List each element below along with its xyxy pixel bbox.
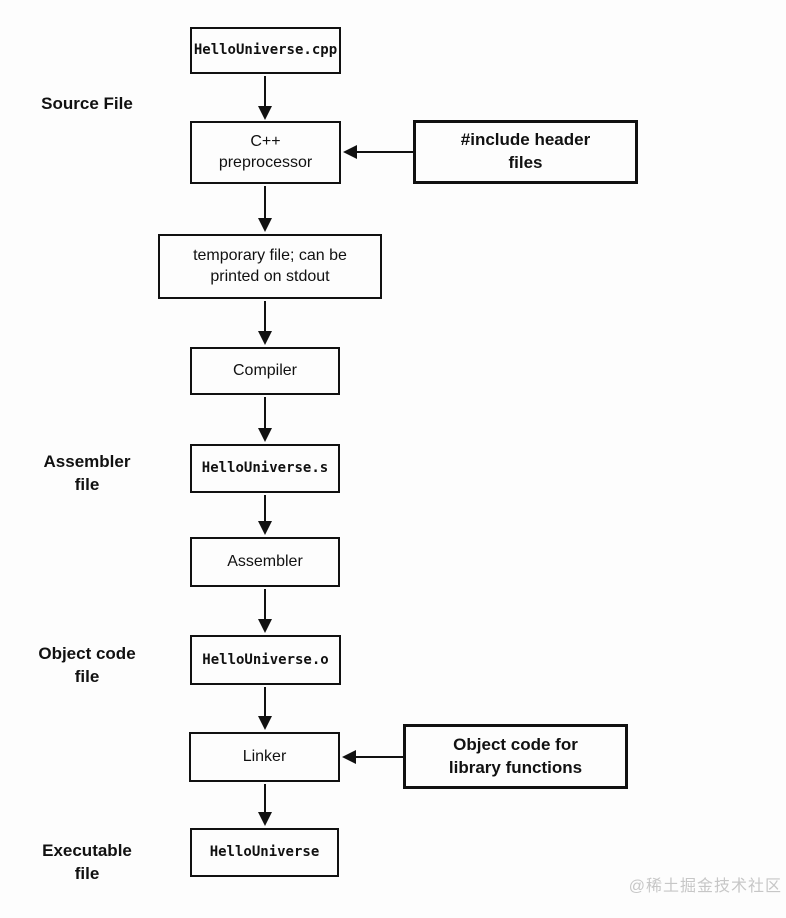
note-object-code-library-line2: library functions bbox=[448, 757, 583, 777]
node-assembler-file-label: HelloUniverse.s bbox=[201, 460, 329, 477]
node-temp-file: temporary file; can be printed on stdout bbox=[158, 234, 382, 299]
label-object-code-file-line1: Object code bbox=[38, 644, 136, 663]
label-assembler-file-line1: Assembler bbox=[43, 452, 131, 471]
node-object-file-label: HelloUniverse.o bbox=[202, 651, 329, 668]
note-include-headers: #include header files bbox=[413, 120, 638, 184]
label-assembler-file: Assembler file bbox=[17, 451, 157, 497]
node-compiler-label: Compiler bbox=[232, 361, 297, 379]
node-compiler: Compiler bbox=[190, 347, 340, 395]
node-source-file: HelloUniverse.cpp bbox=[190, 27, 341, 74]
label-object-code-file: Object code file bbox=[12, 643, 162, 689]
label-source-file: Source File bbox=[17, 93, 157, 116]
note-include-headers-line1: #include header bbox=[460, 130, 591, 150]
note-object-code-library: Object code for library functions bbox=[403, 724, 628, 789]
node-preprocessor: C++ preprocessor bbox=[190, 121, 341, 184]
label-source-file-line1: Source File bbox=[41, 94, 133, 113]
arrow-tempfile-to-compiler-icon bbox=[258, 301, 272, 345]
arrow-source-to-preprocessor-icon bbox=[258, 76, 272, 120]
arrow-include-to-preprocessor-icon bbox=[343, 145, 413, 159]
node-object-file: HelloUniverse.o bbox=[190, 635, 341, 685]
label-executable-file: Executable file bbox=[12, 840, 162, 886]
node-source-file-label: HelloUniverse.cpp bbox=[193, 42, 338, 59]
label-assembler-file-line2: file bbox=[74, 474, 100, 494]
note-include-headers-line2: files bbox=[508, 153, 543, 172]
arrow-assembler-to-objfile-icon bbox=[258, 589, 272, 633]
label-executable-file-line1: Executable bbox=[42, 841, 132, 860]
node-assembler-file: HelloUniverse.s bbox=[190, 444, 340, 493]
node-preprocessor-line1: C++ bbox=[250, 132, 281, 150]
node-linker-label: Linker bbox=[242, 747, 287, 765]
node-executable-label: HelloUniverse bbox=[209, 844, 320, 861]
node-preprocessor-line2: preprocessor bbox=[218, 153, 313, 171]
arrow-objcode-to-linker-icon bbox=[342, 750, 403, 764]
arrow-asmfile-to-assembler-icon bbox=[258, 495, 272, 535]
node-linker: Linker bbox=[189, 732, 340, 782]
node-assembler: Assembler bbox=[190, 537, 340, 587]
note-object-code-library-line1: Object code for bbox=[453, 734, 578, 754]
node-temp-file-line2: printed on stdout bbox=[210, 267, 330, 285]
label-object-code-file-line2: file bbox=[74, 666, 100, 686]
arrow-preprocessor-to-tempfile-icon bbox=[258, 186, 272, 232]
watermark-text: @稀土掘金技术社区 bbox=[628, 878, 782, 895]
arrow-compiler-to-asmfile-icon bbox=[258, 397, 272, 442]
node-temp-file-line1: temporary file; can be bbox=[193, 246, 347, 264]
arrow-objfile-to-linker-icon bbox=[258, 687, 272, 730]
node-executable: HelloUniverse bbox=[190, 828, 339, 877]
node-assembler-label: Assembler bbox=[227, 552, 303, 570]
label-executable-file-line2: file bbox=[74, 863, 100, 883]
arrow-linker-to-executable-icon bbox=[258, 784, 272, 826]
